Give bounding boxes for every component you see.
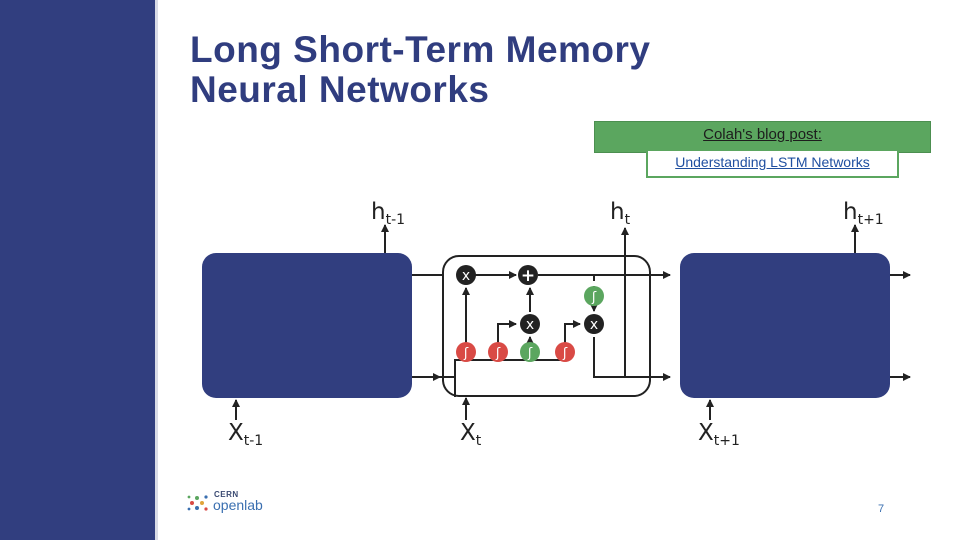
left-sidebar [0, 0, 155, 540]
label-x-next: Xt+1 [698, 420, 740, 449]
output-gate-line [564, 320, 581, 343]
logo-text-openlab: openlab [213, 497, 263, 513]
lstm-block-prev [202, 253, 412, 398]
blog-reference-box: Colah's blog post: [594, 121, 931, 153]
label-x-current: Xt [460, 420, 482, 449]
label-h-next: ht+1 [843, 199, 884, 228]
cell-tanh-op [584, 286, 604, 306]
cern-openlab-logo: CERN openlab [186, 490, 266, 516]
lstm-block-next [680, 253, 890, 398]
title-line-2: Neural Networks [190, 69, 490, 110]
hidden-out-line [593, 337, 671, 381]
blog-label: Colah's blog post: [703, 126, 822, 143]
output-multiply-op [584, 314, 604, 334]
logo-text-cern: CERN [214, 490, 239, 499]
openlab-mark-icon [187, 495, 208, 511]
label-h-current: ht [610, 199, 631, 228]
forget-gate-symbol: ʃ [463, 346, 469, 361]
page-number: 7 [878, 503, 885, 515]
blog-link[interactable]: Understanding LSTM Networks [675, 154, 870, 170]
output-gate-symbol: ʃ [562, 346, 568, 361]
page-title: Long Short-Term Memory Neural Networks [190, 30, 651, 110]
input-multiply-op [520, 314, 540, 334]
input-gate-sigmoid [488, 342, 508, 362]
input-gate-line [497, 320, 517, 343]
sidebar-edge [155, 0, 158, 540]
add-op [518, 265, 538, 285]
forget-gate-sigmoid [456, 342, 476, 362]
output-gate-sigmoid [555, 342, 575, 362]
candidate-symbol: ʃ [527, 346, 533, 361]
input-bus [440, 359, 565, 378]
forget-multiply-symbol: x [462, 268, 470, 284]
blog-link-box: Understanding LSTM Networks [646, 151, 899, 178]
label-h-prev: ht-1 [371, 199, 406, 228]
forget-multiply-op [456, 265, 476, 285]
cell-tanh-symbol: ʃ [591, 290, 597, 305]
add-symbol: + [521, 266, 535, 286]
input-multiply-symbol: x [526, 317, 534, 333]
label-x-prev: Xt-1 [228, 420, 264, 449]
output-multiply-symbol: x [590, 317, 598, 333]
input-gate-symbol: ʃ [495, 346, 501, 361]
title-line-1: Long Short-Term Memory [190, 29, 651, 70]
candidate-tanh [520, 342, 540, 362]
